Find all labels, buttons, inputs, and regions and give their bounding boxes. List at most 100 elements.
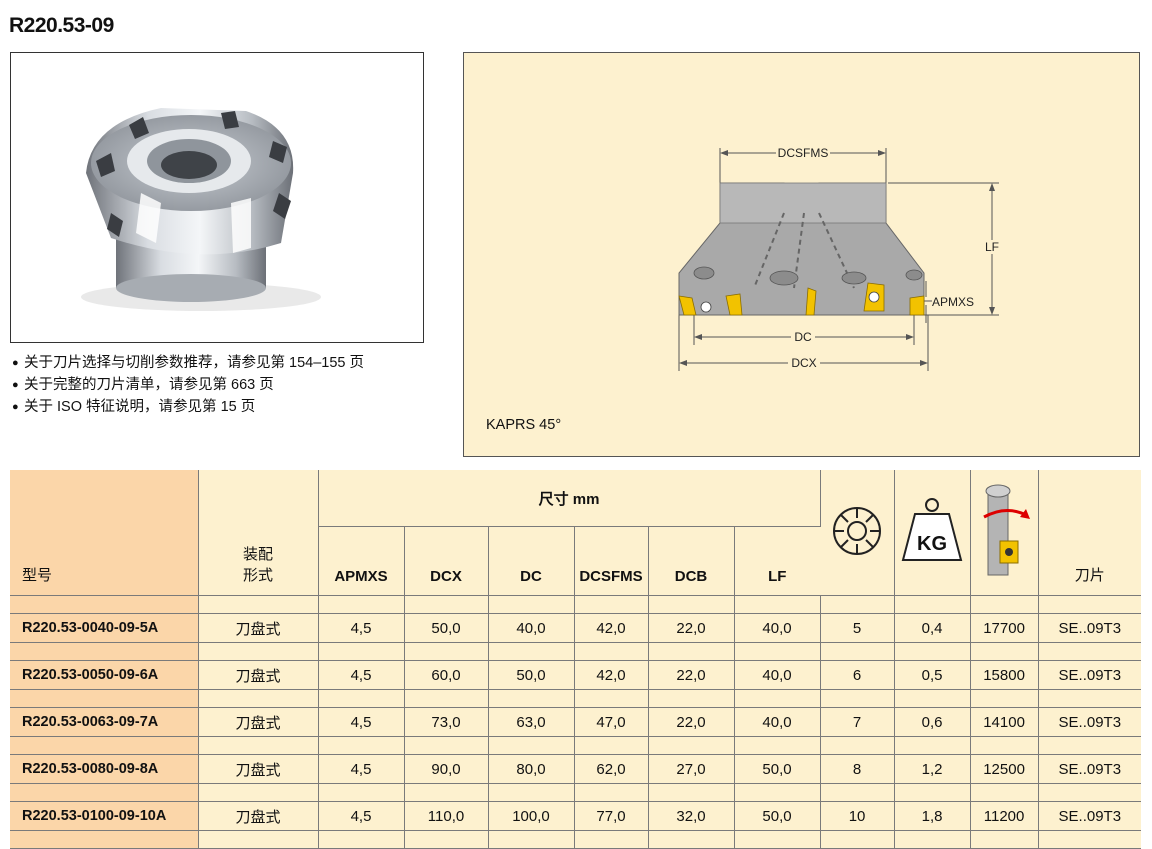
bullet-icon: ● bbox=[12, 379, 19, 391]
dcsfms-label: DCSFMS bbox=[778, 146, 829, 160]
cell-model: R220.53-0080-09-8A bbox=[10, 754, 199, 784]
col-header-lf: LF bbox=[734, 526, 821, 596]
cell-insert: SE..09T3 bbox=[1038, 801, 1142, 831]
cell-rpm: 11200 bbox=[970, 801, 1039, 831]
list-item: ●关于完整的刀片清单，请参见第 663 页 bbox=[12, 374, 364, 396]
cell-kg: 0,4 bbox=[894, 613, 971, 643]
col-header-dcx: DCX bbox=[404, 526, 489, 596]
cell-kg: 1,8 bbox=[894, 801, 971, 831]
cell-apmxs: 4,5 bbox=[318, 707, 405, 737]
cell-dcb: 22,0 bbox=[648, 707, 735, 737]
col-header-weight: KG bbox=[894, 470, 971, 596]
product-photo-frame bbox=[10, 52, 424, 343]
bullet-icon: ● bbox=[12, 357, 19, 369]
dcx-label: DCX bbox=[791, 356, 816, 370]
max-rpm-icon bbox=[983, 484, 1031, 575]
cell-dcx: 50,0 bbox=[404, 613, 489, 643]
list-item: ●关于刀片选择与切削参数推荐，请参见第 154–155 页 bbox=[12, 352, 364, 374]
cell-dcx: 90,0 bbox=[404, 754, 489, 784]
cell-rpm: 15800 bbox=[970, 660, 1039, 690]
cell-kg: 0,6 bbox=[894, 707, 971, 737]
cell-model: R220.53-0100-09-10A bbox=[10, 801, 199, 831]
cell-dc: 40,0 bbox=[488, 613, 575, 643]
spec-table: 型号 装配形式 尺寸 mm KG bbox=[10, 470, 1142, 849]
col-header-teeth bbox=[820, 470, 895, 596]
cell-dcx: 110,0 bbox=[404, 801, 489, 831]
cell-teeth: 5 bbox=[820, 613, 895, 643]
list-item: ●关于 ISO 特征说明，请参见第 15 页 bbox=[12, 396, 364, 418]
cell-rpm: 12500 bbox=[970, 754, 1039, 784]
cell-dcsfms: 62,0 bbox=[574, 754, 649, 784]
cell-lf: 50,0 bbox=[734, 754, 821, 784]
page-title: R220.53-09 bbox=[9, 14, 114, 37]
cell-model: R220.53-0063-09-7A bbox=[10, 707, 199, 737]
cell-kg: 1,2 bbox=[894, 754, 971, 784]
cell-teeth: 7 bbox=[820, 707, 895, 737]
cell-teeth: 10 bbox=[820, 801, 895, 831]
cell-rpm: 14100 bbox=[970, 707, 1039, 737]
cell-rpm: 17700 bbox=[970, 613, 1039, 643]
cell-mount: 刀盘式 bbox=[198, 754, 319, 784]
cell-insert: SE..09T3 bbox=[1038, 707, 1142, 737]
cell-mount: 刀盘式 bbox=[198, 801, 319, 831]
col-header-apmxs: APMXS bbox=[318, 526, 405, 596]
cell-mount: 刀盘式 bbox=[198, 613, 319, 643]
weight-kg-icon: KG bbox=[901, 497, 963, 561]
col-header-mount: 装配形式 bbox=[198, 470, 319, 596]
cell-teeth: 6 bbox=[820, 660, 895, 690]
col-header-model: 型号 bbox=[10, 470, 199, 596]
cell-dc: 80,0 bbox=[488, 754, 575, 784]
cell-apmxs: 4,5 bbox=[318, 613, 405, 643]
cell-lf: 40,0 bbox=[734, 613, 821, 643]
dimension-diagram-panel: DCSFMS LF APMXS DC DCX KAPRS 45° bbox=[463, 52, 1140, 457]
cell-mount: 刀盘式 bbox=[198, 707, 319, 737]
svg-text:KG: KG bbox=[917, 533, 947, 555]
cell-teeth: 8 bbox=[820, 754, 895, 784]
cell-dcx: 73,0 bbox=[404, 707, 489, 737]
cell-dcx: 60,0 bbox=[404, 660, 489, 690]
table-row: R220.53-0080-09-8A 刀盘式 4,5 90,0 80,0 62,… bbox=[10, 754, 1142, 784]
cell-apmxs: 4,5 bbox=[318, 754, 405, 784]
cell-dcsfms: 77,0 bbox=[574, 801, 649, 831]
teeth-count-icon bbox=[833, 506, 882, 555]
cell-dcb: 27,0 bbox=[648, 754, 735, 784]
col-header-rpm bbox=[970, 470, 1039, 596]
cell-mount: 刀盘式 bbox=[198, 660, 319, 690]
cell-dcb: 32,0 bbox=[648, 801, 735, 831]
bullet-icon: ● bbox=[12, 401, 19, 413]
cell-dc: 63,0 bbox=[488, 707, 575, 737]
kaprs-label: KAPRS 45° bbox=[486, 417, 562, 433]
cell-lf: 50,0 bbox=[734, 801, 821, 831]
table-row: R220.53-0040-09-5A 刀盘式 4,5 50,0 40,0 42,… bbox=[10, 613, 1142, 643]
lf-label: LF bbox=[985, 240, 999, 254]
cell-lf: 40,0 bbox=[734, 660, 821, 690]
cell-dcsfms: 47,0 bbox=[574, 707, 649, 737]
cell-lf: 40,0 bbox=[734, 707, 821, 737]
col-header-insert: 刀片 bbox=[1038, 470, 1142, 596]
col-header-dimensions: 尺寸 mm bbox=[318, 470, 821, 527]
cell-dcb: 22,0 bbox=[648, 660, 735, 690]
table-row: R220.53-0050-09-6A 刀盘式 4,5 60,0 50,0 42,… bbox=[10, 660, 1142, 690]
cell-apmxs: 4,5 bbox=[318, 801, 405, 831]
table-row: R220.53-0063-09-7A 刀盘式 4,5 73,0 63,0 47,… bbox=[10, 707, 1142, 737]
cell-dcb: 22,0 bbox=[648, 613, 735, 643]
col-header-dcb: DCB bbox=[648, 526, 735, 596]
cell-dcsfms: 42,0 bbox=[574, 613, 649, 643]
cell-model: R220.53-0050-09-6A bbox=[10, 660, 199, 690]
cell-dc: 100,0 bbox=[488, 801, 575, 831]
cell-dcsfms: 42,0 bbox=[574, 660, 649, 690]
cell-insert: SE..09T3 bbox=[1038, 613, 1142, 643]
notes-list: ●关于刀片选择与切削参数推荐，请参见第 154–155 页 ●关于完整的刀片清单… bbox=[12, 352, 364, 418]
dc-label: DC bbox=[794, 330, 812, 344]
cutter-cross-section-diagram: DCSFMS LF APMXS DC DCX bbox=[678, 146, 1002, 371]
col-header-dcsfms: DCSFMS bbox=[574, 526, 649, 596]
col-header-dc: DC bbox=[488, 526, 575, 596]
table-row: R220.53-0100-09-10A 刀盘式 4,5 110,0 100,0 … bbox=[10, 801, 1142, 831]
milling-cutter-photo bbox=[81, 108, 321, 311]
cell-kg: 0,5 bbox=[894, 660, 971, 690]
cell-insert: SE..09T3 bbox=[1038, 660, 1142, 690]
apmxs-label: APMXS bbox=[932, 295, 974, 309]
cell-apmxs: 4,5 bbox=[318, 660, 405, 690]
cell-insert: SE..09T3 bbox=[1038, 754, 1142, 784]
cell-model: R220.53-0040-09-5A bbox=[10, 613, 199, 643]
